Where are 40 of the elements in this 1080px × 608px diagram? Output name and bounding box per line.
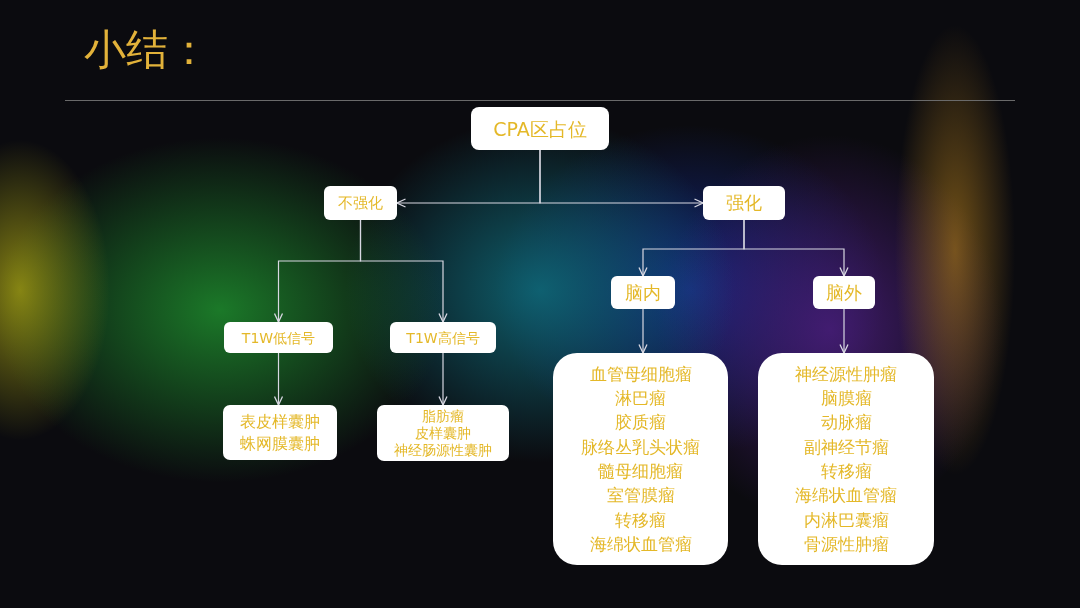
- category-box: 不强化: [324, 186, 397, 220]
- list-entry: 蛛网膜囊肿: [240, 432, 320, 455]
- list-entry: 转移瘤: [615, 508, 666, 532]
- list-box: [553, 353, 728, 565]
- root-box: CPA区占位: [471, 107, 609, 150]
- list-entry: 淋巴瘤: [615, 387, 666, 411]
- list-entry: 动脉瘤: [820, 411, 872, 435]
- connector-arrow: [839, 308, 849, 354]
- category-box: 强化: [703, 186, 785, 220]
- list-entry: 海绵状血管瘤: [589, 532, 692, 556]
- list-entry: 髓母细胞瘤: [598, 460, 683, 483]
- list-box: [377, 405, 509, 461]
- category-box: 脑外: [813, 276, 875, 309]
- list-entry: 血管母细胞瘤: [589, 362, 692, 386]
- list-entry: 脂肪瘤: [422, 407, 464, 425]
- category-box: T1W低信号: [224, 322, 333, 353]
- slide-title: 小结：: [84, 24, 210, 76]
- list-entry: 副神经节瘤: [803, 435, 889, 459]
- category-box: T1W高信号: [390, 322, 496, 353]
- list-entry: 转移瘤: [820, 460, 872, 483]
- connector-arrow: [359, 219, 448, 323]
- list-entry: 脉络丛乳头状瘤: [581, 435, 700, 459]
- category-box: 脑内: [611, 276, 675, 309]
- list-entry: 内淋巴囊瘤: [803, 508, 889, 532]
- list-entry: 胶质瘤: [615, 411, 666, 435]
- connector-arrow: [438, 352, 448, 406]
- list-entry: 表皮样囊肿: [240, 410, 320, 433]
- list-box: [223, 405, 337, 460]
- connector-arrow: [638, 308, 648, 354]
- list-entry: 海绵状血管瘤: [795, 484, 897, 508]
- list-entry: 神经肠源性囊肿: [394, 441, 492, 459]
- connector-arrow: [273, 352, 284, 406]
- connector-arrow: [539, 149, 704, 208]
- connector-arrow: [743, 219, 849, 277]
- list-entry: 皮样囊肿: [415, 424, 471, 442]
- list-entry: 室管膜瘤: [606, 484, 675, 508]
- list-entry: 神经源性肿瘤: [795, 362, 897, 386]
- list-box: [758, 353, 934, 565]
- list-entry: 脑膜瘤: [820, 387, 872, 411]
- list-entry: 骨源性肿瘤: [803, 532, 889, 556]
